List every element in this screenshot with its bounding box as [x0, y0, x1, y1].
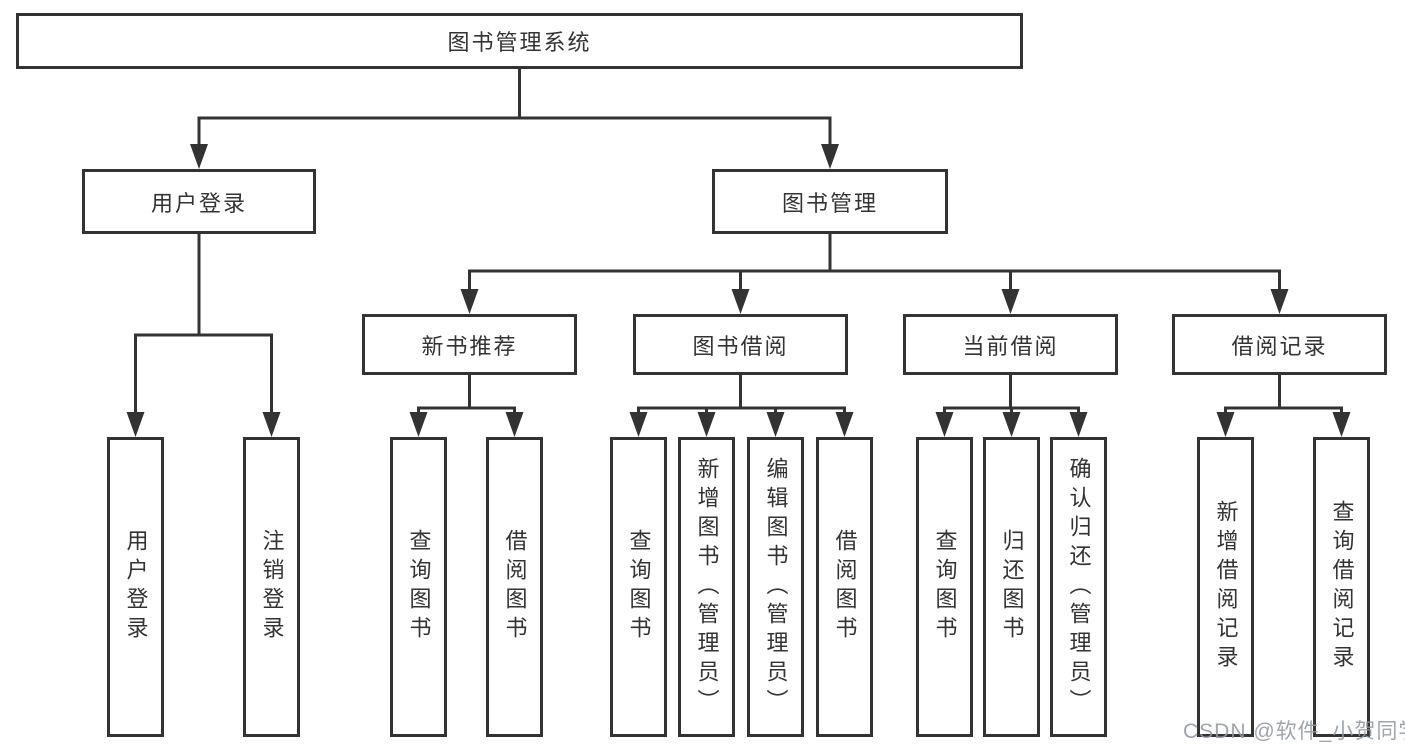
connector-newbook-to-leaves	[417, 375, 516, 415]
node-borrow-records: 借阅记录	[1172, 314, 1387, 375]
csdn-watermark: CSDN @软件_小贺同学	[1183, 720, 1405, 743]
leaf-edit-book-admin: 编辑图书（管理员）	[747, 437, 804, 737]
leaf-query-book-recommend-label: 查询图书	[406, 529, 432, 645]
connector-bookborrow-to-leaves	[637, 375, 846, 415]
connector-borrowrecord-to-leaves	[1224, 375, 1343, 415]
leaf-query-book-recommend: 查询图书	[390, 437, 447, 737]
node-book-borrow: 图书借阅	[633, 314, 848, 375]
leaf-query-book-borrow: 查询图书	[610, 437, 667, 737]
connector-lines	[134, 68, 1343, 415]
leaf-logout-label: 注销登录	[259, 529, 285, 645]
connector-currentborrow-to-leaves	[943, 375, 1080, 415]
leaf-user-login-label: 用户登录	[123, 529, 149, 645]
leaf-user-login: 用户登录	[107, 437, 164, 737]
node-book-management: 图书管理	[712, 169, 948, 234]
node-user-login: 用户登录	[82, 169, 316, 234]
leaf-confirm-return-admin: 确认归还（管理员）	[1050, 437, 1107, 737]
leaf-query-borrow-record-label: 查询借阅记录	[1329, 500, 1355, 674]
leaf-borrow-book-label: 借阅图书	[832, 529, 858, 645]
node-user-login-label: 用户登录	[150, 190, 247, 216]
node-library-system: 图书管理系统	[16, 13, 1023, 69]
leaf-query-book-current-label: 查询图书	[932, 529, 958, 645]
node-current-borrow: 当前借阅	[903, 314, 1118, 375]
leaf-logout: 注销登录	[243, 437, 300, 737]
leaf-query-book-current: 查询图书	[916, 437, 973, 737]
leaf-return-book: 归还图书	[983, 437, 1040, 737]
connector-root-to-level2	[197, 68, 832, 147]
node-new-book-recommend: 新书推荐	[362, 314, 577, 375]
leaf-add-borrow-record-label: 新增借阅记录	[1213, 500, 1239, 674]
leaf-query-book-borrow-label: 查询图书	[626, 529, 652, 645]
leaf-borrow-book: 借阅图书	[816, 437, 873, 737]
node-book-management-label: 图书管理	[781, 190, 878, 216]
leaf-add-borrow-record: 新增借阅记录	[1197, 437, 1254, 737]
node-library-system-label: 图书管理系统	[447, 30, 592, 55]
node-borrow-records-label: 借阅记录	[1231, 333, 1328, 359]
node-current-borrow-label: 当前借阅	[962, 333, 1059, 359]
leaf-edit-book-admin-label: 编辑图书（管理员）	[763, 456, 789, 718]
leaf-add-book-admin-label: 新增图书（管理员）	[694, 456, 720, 718]
leaf-query-borrow-record: 查询借阅记录	[1313, 437, 1370, 737]
node-new-book-recommend-label: 新书推荐	[421, 333, 518, 359]
leaf-confirm-return-admin-label: 确认归还（管理员）	[1066, 456, 1092, 718]
leaf-return-book-label: 归还图书	[999, 529, 1025, 645]
leaf-add-book-admin: 新增图书（管理员）	[678, 437, 735, 737]
leaf-borrow-book-recommend-label: 借阅图书	[502, 529, 528, 645]
connector-bookmgmt-to-level3	[468, 234, 1281, 292]
arrowhead-icons	[126, 144, 1351, 437]
node-book-borrow-label: 图书借阅	[692, 333, 789, 359]
connector-userlogin-to-leaves	[134, 234, 273, 415]
leaf-borrow-book-recommend: 借阅图书	[486, 437, 543, 737]
